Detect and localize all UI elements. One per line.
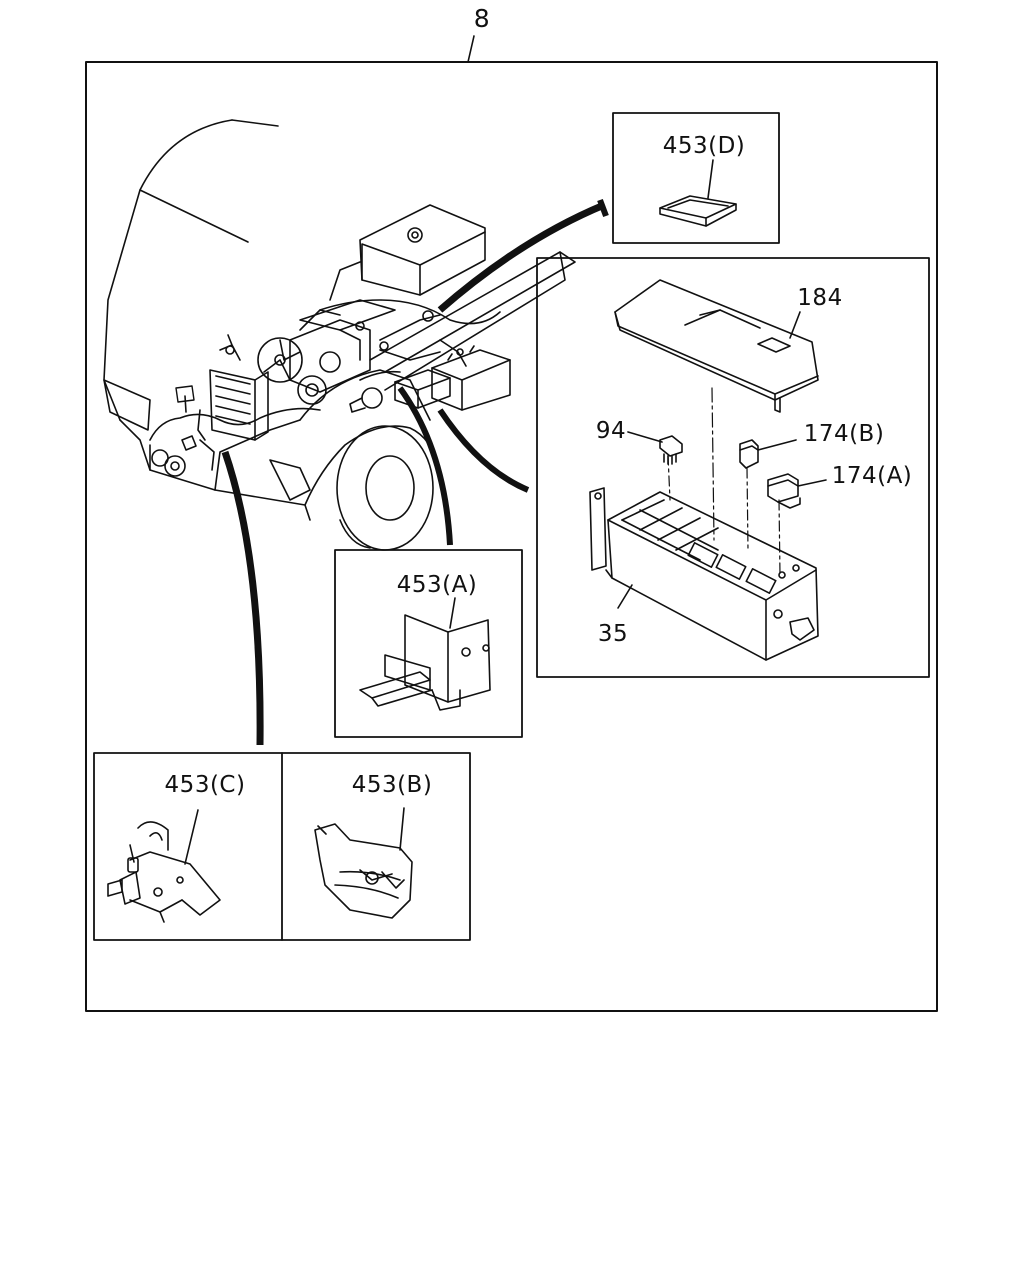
callout-35: 35 xyxy=(598,621,628,647)
detail-453a-box xyxy=(334,549,523,738)
callout-453a: 453(A) xyxy=(397,572,478,598)
callout-453d: 453(D) xyxy=(663,133,746,159)
callout-174a: 174(A) xyxy=(832,463,913,489)
callout-453b: 453(B) xyxy=(352,772,433,798)
callout-174b: 174(B) xyxy=(804,421,885,447)
detail-leader-curves xyxy=(221,198,609,746)
callout-184: 184 xyxy=(797,285,842,311)
figure-leader-line xyxy=(467,35,475,63)
fuse-box-detail-box xyxy=(536,257,930,678)
callout-94: 94 xyxy=(596,418,626,444)
outer-frame xyxy=(85,61,938,1012)
detail-453c-453b-box xyxy=(93,752,471,941)
callout-453c: 453(C) xyxy=(165,772,246,798)
detail-453d-box xyxy=(612,112,780,244)
figure-number-label: 8 xyxy=(474,4,490,33)
truck-engine-bay-illustration xyxy=(103,119,576,551)
